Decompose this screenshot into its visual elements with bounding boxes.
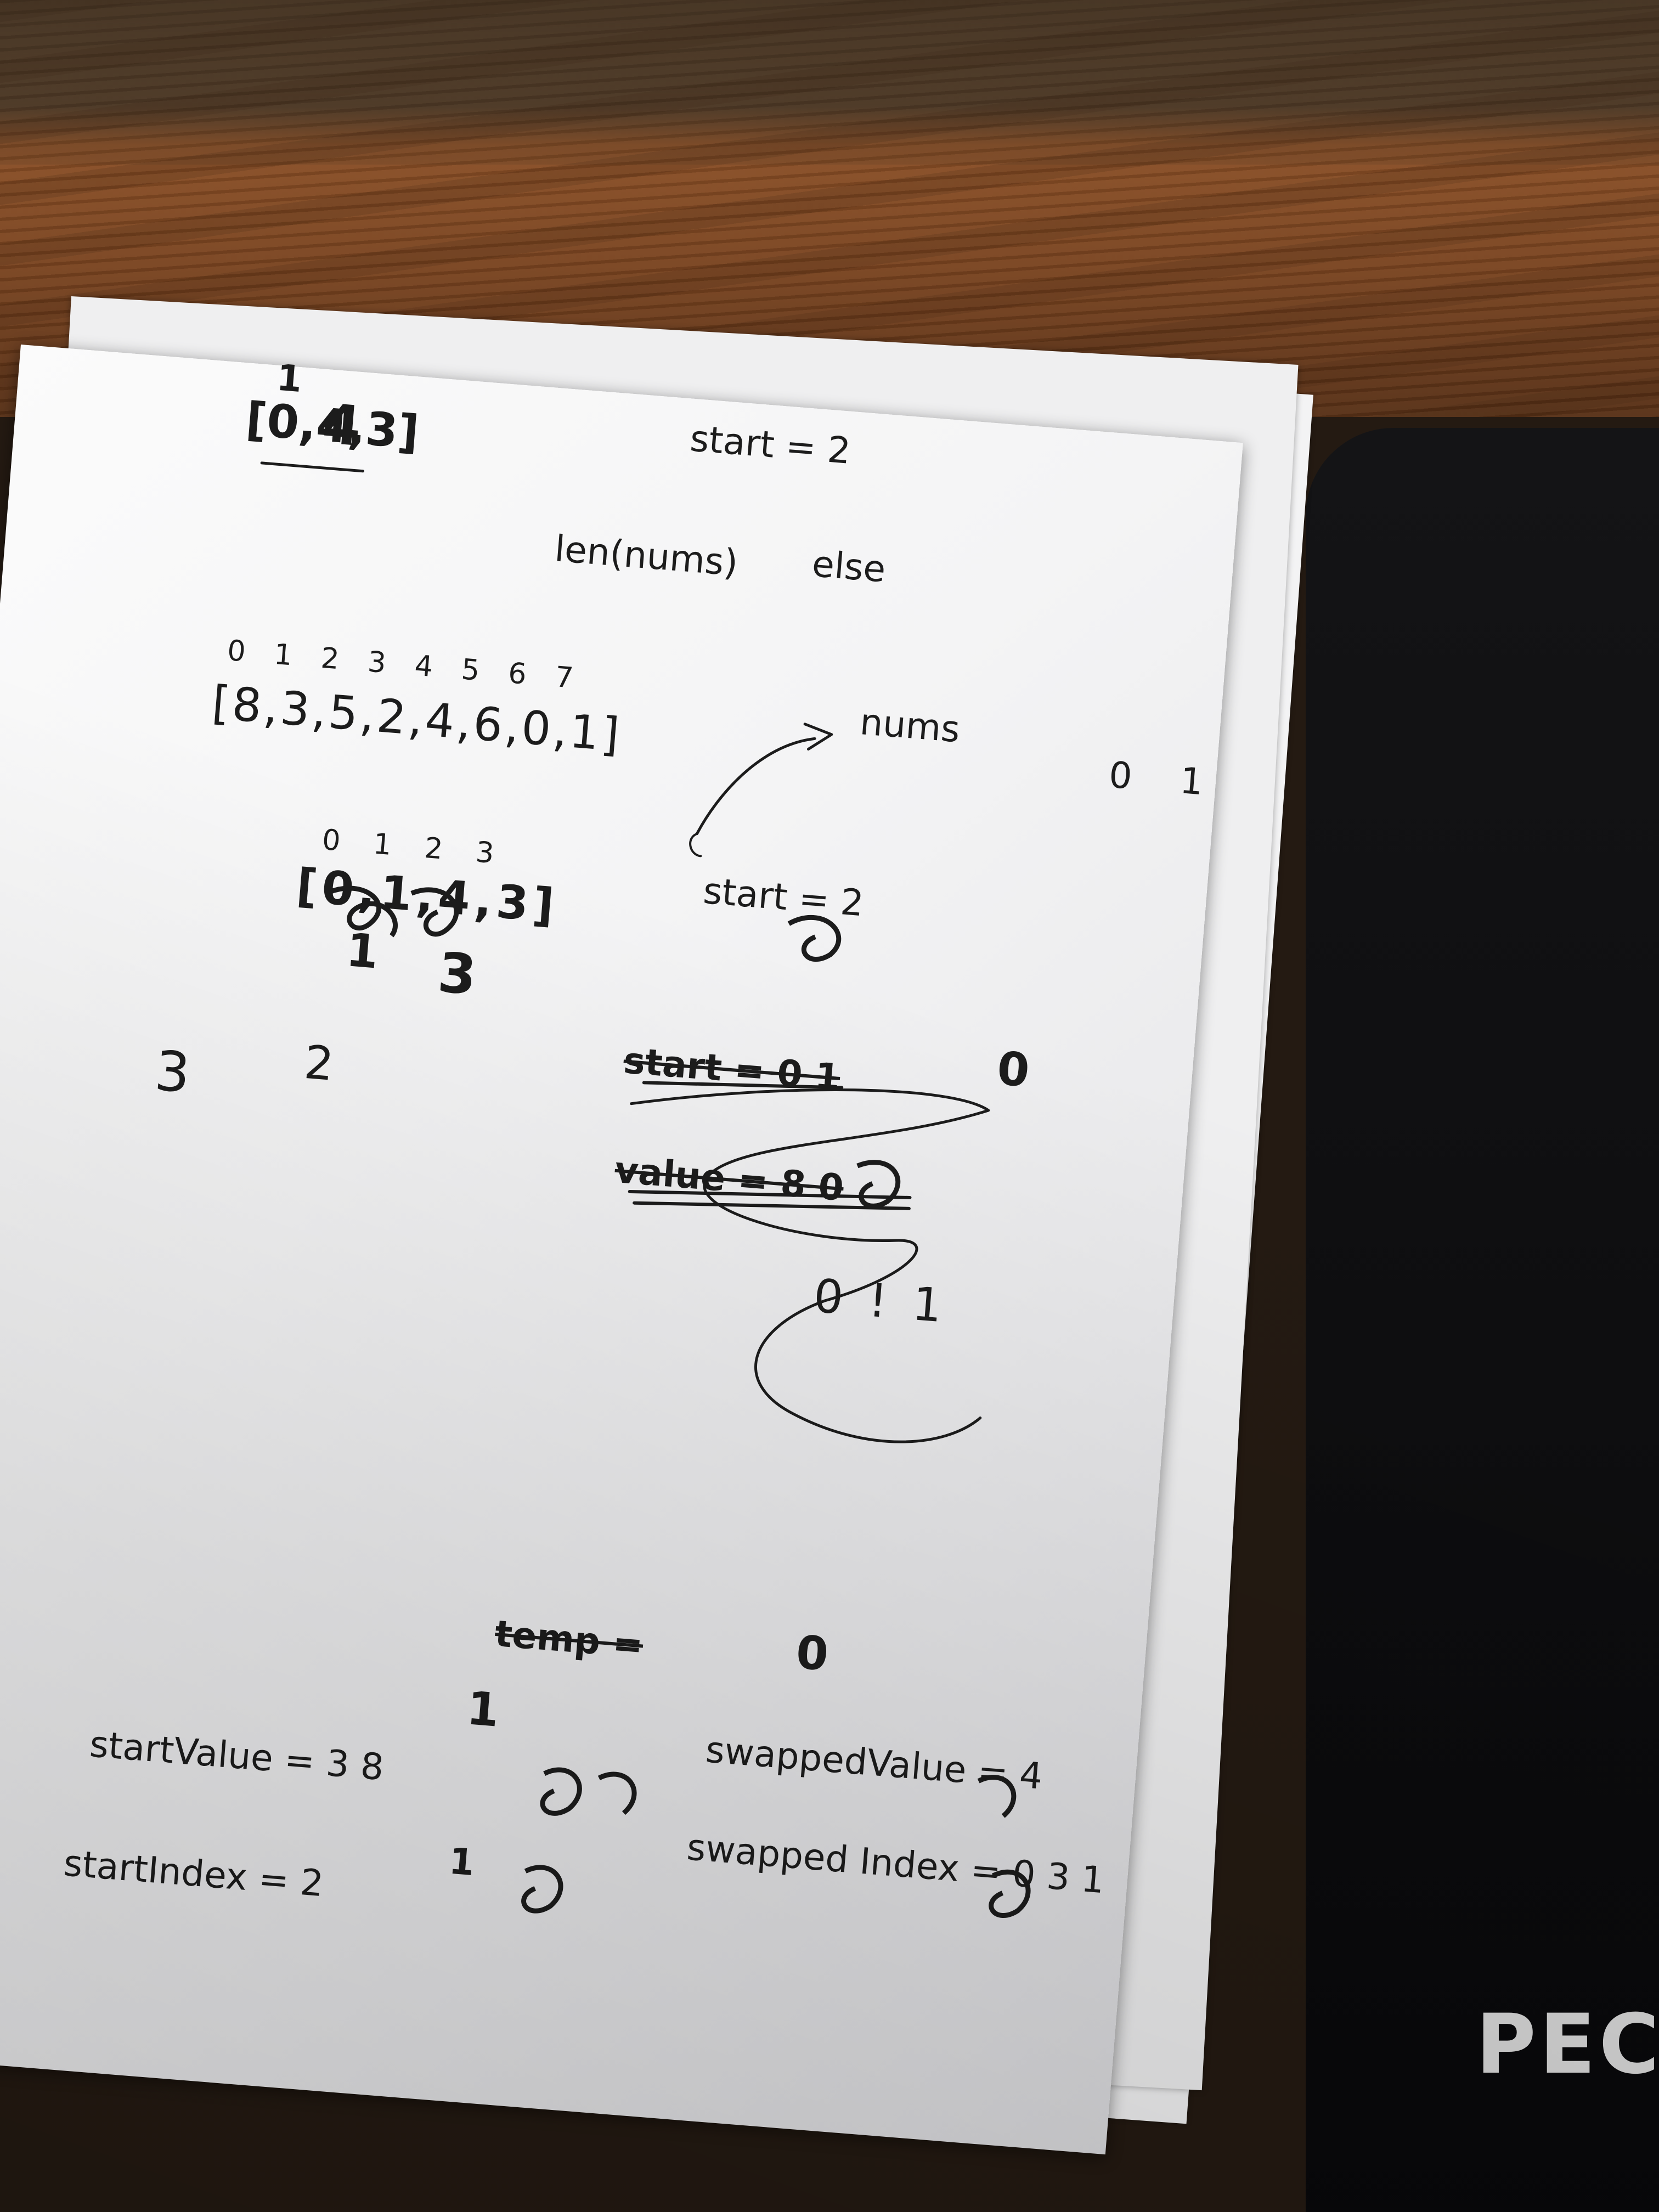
desk-mat: [1306, 428, 1659, 2212]
paper-sheet: [0,4,3] 1 4 start = 2 len(nums) else 0 1…: [0, 345, 1243, 2155]
mat-logo: PECH: [1476, 1997, 1659, 2092]
pen-strokes: [260, 461, 1031, 1918]
desk-shadow: [0, 0, 1659, 165]
